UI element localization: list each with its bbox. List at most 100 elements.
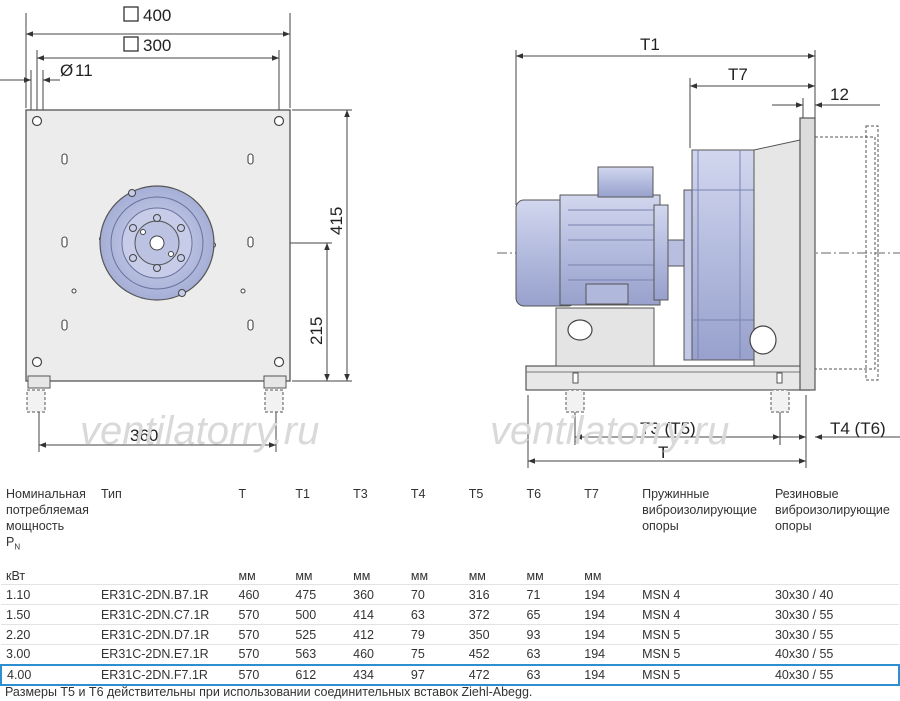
dim-300: 300: [143, 36, 171, 55]
technical-drawing: Ø 400 300 11 415 215 360: [0, 6, 900, 468]
cell-t5: 472: [463, 663, 522, 686]
footnote: Размеры T5 и T6 действительны при исполь…: [5, 685, 533, 699]
unit-power: кВт: [6, 569, 26, 583]
cell-t6: 93: [521, 624, 580, 645]
cell-type: ER31C-2DN.D7.1R: [95, 624, 234, 645]
dim-t7: T7: [728, 65, 748, 84]
cell-type: ER31C-2DN.B7.1R: [95, 584, 234, 605]
cell-t4: 70: [405, 584, 464, 605]
col-t3: T3: [353, 487, 368, 501]
cell-t7: 194: [579, 604, 638, 625]
cell-t5: 350: [463, 624, 522, 645]
cell-t6: 71: [521, 584, 580, 605]
cell-t4: 97: [405, 663, 464, 686]
cell-t7: 194: [579, 584, 638, 605]
cell-power: 2.20: [1, 624, 96, 645]
cell-rubber: 30x30 / 40: [769, 584, 899, 605]
unit-rubber: [770, 566, 899, 585]
cell-rubber: 40x30 / 55: [769, 663, 900, 686]
dim-415: 415: [327, 207, 346, 235]
dim-12: 12: [830, 85, 849, 104]
table-units-row: кВт мм мм мм мм мм мм мм: [1, 566, 899, 585]
table-row: 1.50 ER31C-2DN.C7.1R 570 500 414 63 372 …: [1, 604, 899, 625]
cell-power: 1.10: [1, 584, 96, 605]
cell-rubber: 30x30 / 55: [769, 604, 899, 625]
motor: [515, 166, 685, 307]
cell-t5: 452: [463, 644, 522, 665]
cell-rubber: 40x30 / 55: [769, 644, 899, 665]
fan-wheel: [683, 149, 755, 361]
col-t1: T1: [295, 487, 310, 501]
dim-t: T: [658, 443, 668, 462]
col-t6: T6: [526, 487, 542, 501]
cell-type: ER31C-2DN.E7.1R: [95, 644, 234, 665]
cell-type: ER31C-2DN.C7.1R: [95, 604, 234, 625]
unit-t4: мм: [410, 569, 429, 583]
col-power: Номинальная потребляемая мощность PN: [6, 487, 89, 552]
hole-diameter-symbol: Ø: [60, 61, 73, 80]
cell-power: 3.00: [1, 644, 96, 665]
cell-t6: 63: [521, 663, 580, 686]
cell-t1: 563: [290, 644, 349, 665]
col-rubber: Резиновые виброизолирующие опоры: [774, 487, 890, 533]
col-spring: Пружинные виброизолирующие опоры: [642, 487, 757, 533]
cell-t4: 63: [405, 604, 464, 625]
unit-t3: мм: [353, 569, 371, 583]
dim-360: 360: [130, 426, 158, 445]
cell-t7: 194: [579, 644, 638, 665]
cell-t5: 316: [463, 584, 522, 605]
unit-t1: мм: [295, 569, 313, 583]
cell-t: 570: [233, 624, 291, 645]
cell-t4: 79: [405, 624, 464, 645]
cell-t: 570: [233, 644, 291, 665]
dim-t4t6: T4 (T6): [830, 419, 886, 438]
cell-t3: 434: [348, 663, 406, 686]
unit-t6: мм: [526, 569, 544, 583]
col-t4: T4: [410, 487, 426, 501]
cell-power: 1.50: [1, 604, 96, 625]
table-row-highlighted: 4.00 ER31C-2DN.F7.1R 570 612 434 97 472 …: [0, 663, 900, 686]
side-view: T1 T7 12 T3 (T5) T4 (T6) T: [497, 35, 900, 468]
cell-t3: 360: [348, 584, 406, 605]
cell-t3: 412: [348, 624, 406, 645]
table-header-row: Номинальная потребляемая мощность PN Тип…: [1, 481, 899, 566]
unit-t7: мм: [584, 569, 602, 583]
watermark-left: ventilatorry.ru: [80, 409, 319, 453]
dim-11: 11: [75, 61, 93, 80]
cell-t7: 194: [579, 663, 638, 686]
cell-t6: 65: [521, 604, 580, 625]
cell-t1: 500: [290, 604, 349, 625]
cell-t1: 475: [290, 584, 349, 605]
unit-type: [96, 566, 234, 585]
cell-t7: 194: [579, 624, 638, 645]
base-frame: [525, 365, 810, 391]
table-row: 3.00 ER31C-2DN.E7.1R 570 563 460 75 452 …: [1, 644, 899, 665]
unit-t: мм: [238, 569, 256, 583]
cell-spring: MSN 4: [637, 604, 770, 625]
unit-t5: мм: [468, 569, 486, 583]
dim-t3t5: T3 (T5): [640, 419, 696, 438]
dim-t1: T1: [640, 35, 660, 54]
flange-plate: [799, 117, 816, 391]
dim-215: 215: [307, 317, 326, 345]
cell-t3: 460: [348, 644, 406, 665]
cell-t1: 612: [290, 663, 349, 686]
cell-spring: MSN 5: [637, 663, 770, 686]
cell-t: 570: [233, 663, 291, 686]
col-t7: T7: [584, 487, 599, 501]
cell-t: 570: [233, 604, 291, 625]
col-type: Тип: [100, 487, 122, 501]
cell-type: ER31C-2DN.F7.1R: [95, 663, 234, 686]
cell-power: 4.00: [0, 663, 96, 686]
cell-t: 460: [233, 584, 291, 605]
col-t5: T5: [468, 487, 484, 501]
cell-t5: 372: [463, 604, 522, 625]
cell-t3: 414: [348, 604, 406, 625]
watermark-right: ventilatorry.ru: [490, 409, 729, 453]
table-row: 2.20 ER31C-2DN.D7.1R 570 525 412 79 350 …: [1, 624, 899, 645]
cell-rubber: 30x30 / 55: [769, 624, 899, 645]
table-row: 1.10 ER31C-2DN.B7.1R 460 475 360 70 316 …: [1, 584, 899, 605]
cell-t1: 525: [290, 624, 349, 645]
col-t: T: [238, 487, 247, 501]
cell-spring: MSN 5: [637, 624, 770, 645]
